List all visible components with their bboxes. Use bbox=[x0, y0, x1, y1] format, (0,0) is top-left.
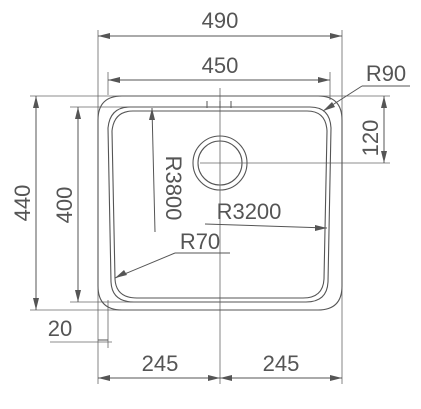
label-440: 440 bbox=[10, 185, 35, 222]
label-120: 120 bbox=[358, 120, 383, 157]
label-r3200: R3200 bbox=[217, 199, 282, 224]
label-r3800: R3800 bbox=[161, 156, 186, 221]
dim-r70: R70 bbox=[114, 229, 230, 279]
label-400: 400 bbox=[52, 187, 77, 224]
dim-drain-offset: 120 bbox=[358, 96, 387, 163]
dim-rim-offset: 20 bbox=[48, 316, 108, 341]
extension-lines bbox=[30, 30, 390, 384]
sink-bowl bbox=[107, 106, 332, 303]
label-20: 20 bbox=[48, 316, 72, 341]
drain bbox=[192, 135, 248, 191]
label-450: 450 bbox=[202, 53, 239, 78]
dim-half-widths: 245 245 bbox=[98, 351, 342, 381]
dim-r90: R90 bbox=[322, 61, 410, 112]
dim-inner-height: 400 bbox=[52, 107, 81, 302]
label-r90: R90 bbox=[366, 61, 406, 86]
label-245-right: 245 bbox=[263, 351, 300, 376]
label-r70: R70 bbox=[180, 229, 220, 254]
sink-outer-rim bbox=[97, 95, 343, 311]
label-245-left: 245 bbox=[142, 351, 179, 376]
overflow-marks bbox=[206, 101, 232, 108]
dim-r3200: R3200 bbox=[204, 199, 328, 231]
label-490: 490 bbox=[202, 8, 239, 33]
dim-overall-height: 440 bbox=[10, 96, 39, 310]
dim-overall-width: 490 bbox=[98, 8, 342, 39]
dim-inner-width: 450 bbox=[108, 53, 330, 83]
dim-r3800: R3800 bbox=[149, 107, 186, 233]
sink-bowl-inner bbox=[111, 110, 328, 299]
